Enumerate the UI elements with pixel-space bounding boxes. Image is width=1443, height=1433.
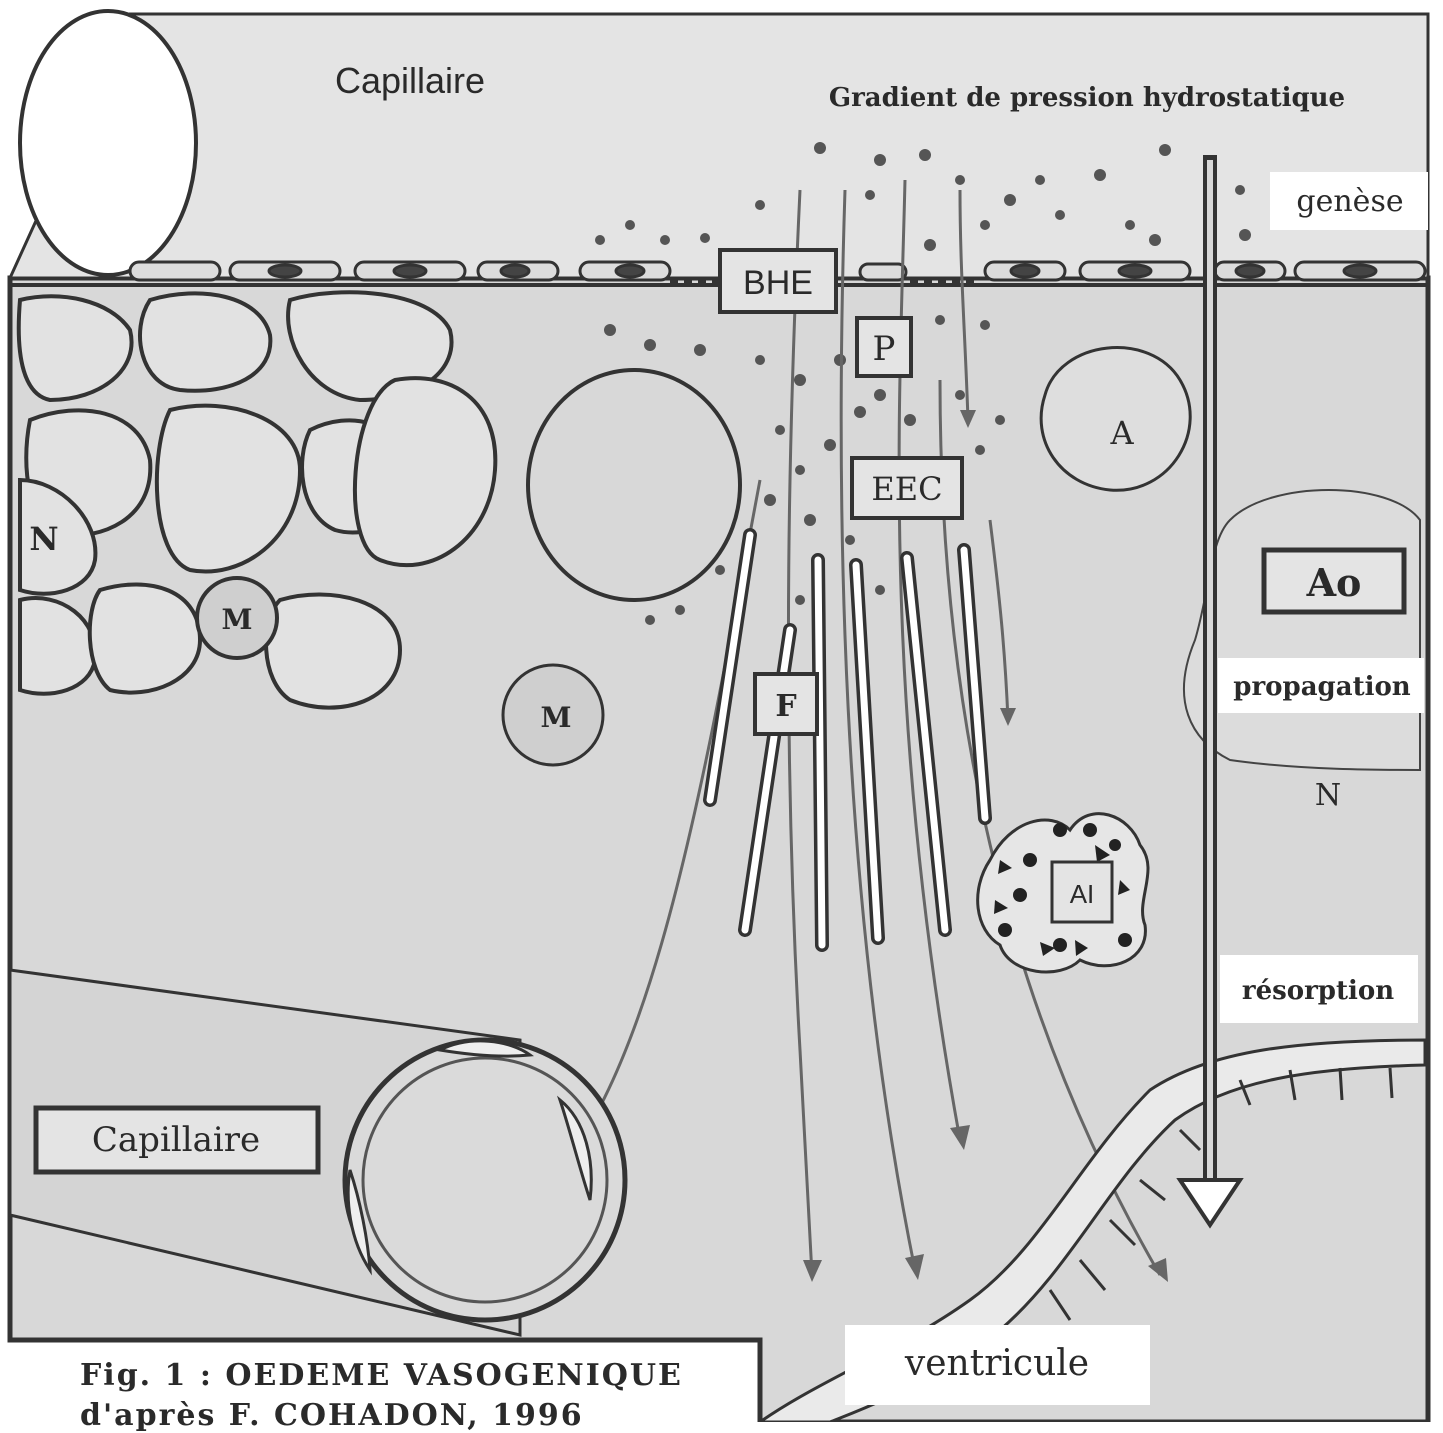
- label-capillaire-bottom: Capillaire: [92, 1120, 260, 1160]
- label-f: F: [775, 689, 796, 724]
- label-m2: M: [541, 701, 572, 734]
- label-bhe: BHE: [743, 264, 813, 302]
- label-gradient: Gradient de pression hydrostatique: [829, 83, 1345, 113]
- figure-caption-title: Fig. 1 : OEDEME VASOGENIQUE: [80, 1358, 683, 1393]
- label-capillaire-top: Capillaire: [335, 60, 485, 101]
- neuron-body: [528, 370, 740, 600]
- label-resorption: résorption: [1242, 976, 1394, 1006]
- label-m1: M: [222, 603, 253, 636]
- label-n-left: N: [29, 520, 58, 558]
- label-a: A: [1109, 414, 1134, 452]
- label-n-right: N: [1315, 778, 1341, 813]
- label-propagation: propagation: [1233, 672, 1411, 702]
- capillary-cross-section-top: [20, 11, 196, 275]
- label-ventricule: ventricule: [904, 1343, 1089, 1384]
- label-ao: Ao: [1306, 560, 1362, 605]
- label-p: P: [873, 329, 896, 369]
- label-genese: genèse: [1296, 184, 1403, 219]
- label-eec: EEC: [871, 470, 942, 508]
- figure-caption-source: d'après F. COHADON, 1996: [80, 1398, 584, 1433]
- label-ai: AI: [1070, 879, 1095, 909]
